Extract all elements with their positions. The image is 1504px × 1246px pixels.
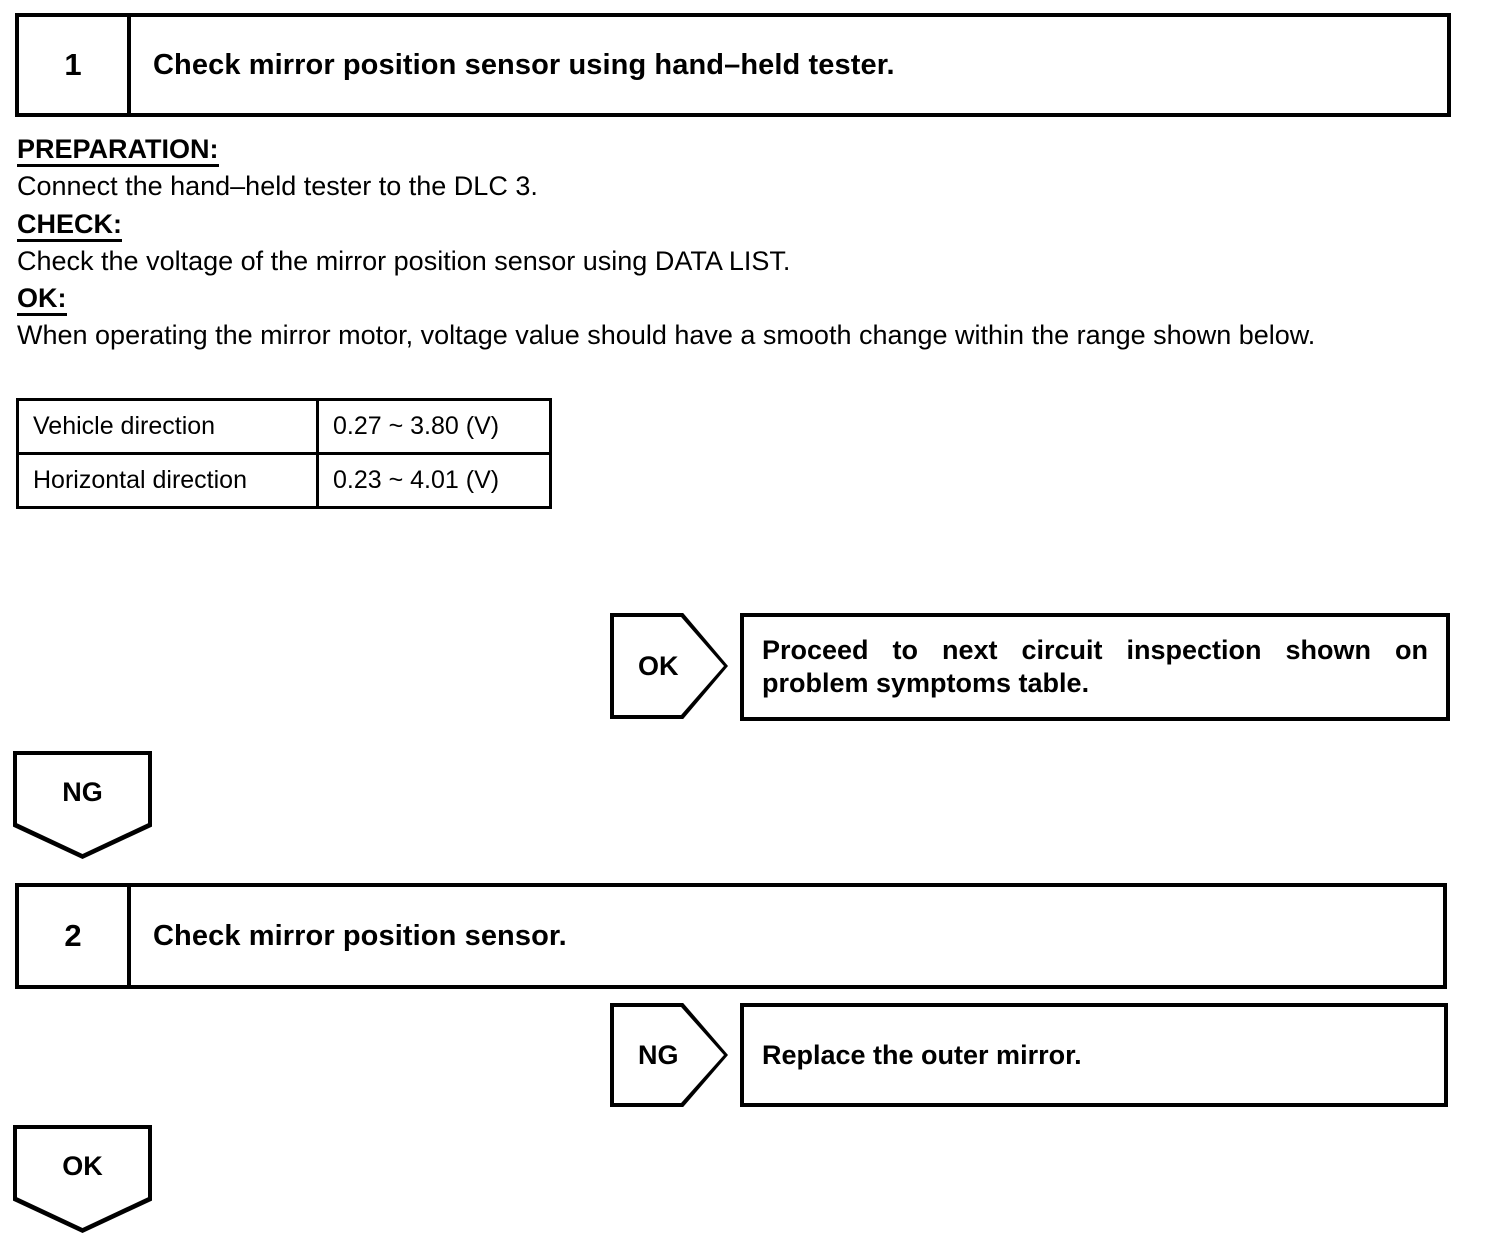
step-1-ng-tag-label: NG <box>17 755 148 854</box>
step-1-ok-branch: OK Proceed to next circuit inspection sh… <box>610 613 1450 721</box>
step-2-ng-result-box: Replace the outer mirror. <box>740 1003 1448 1107</box>
step-2-ng-result-text: Replace the outer mirror. <box>762 1039 1082 1070</box>
table-row: Horizontal direction 0.23 ~ 4.01 (V) <box>16 452 552 509</box>
step-2-title: Check mirror position sensor. <box>153 919 567 952</box>
check-section: CHECK: Check the voltage of the mirror p… <box>17 209 1477 278</box>
ok-criteria-body: When operating the mirror motor, voltage… <box>17 320 1316 351</box>
ok-criteria-label: OK: <box>17 283 67 317</box>
ok-down-arrow-icon: OK <box>13 1125 152 1233</box>
check-label: CHECK: <box>17 209 122 242</box>
spec-row-1-label: Horizontal direction <box>16 452 319 509</box>
step-2-ng-branch: NG Replace the outer mirror. <box>610 1003 1448 1107</box>
preparation-body: Connect the hand–held tester to the DLC … <box>17 171 538 202</box>
preparation-label: PREPARATION: <box>17 134 219 168</box>
step-1-ok-result-text: Proceed to next circuit inspection shown… <box>762 635 1428 698</box>
step-2-ok-tag-label: OK <box>17 1129 148 1228</box>
spec-row-1-value: 0.23 ~ 4.01 (V) <box>316 452 552 509</box>
preparation-section: PREPARATION: Connect the hand–held teste… <box>17 134 1477 203</box>
check-body: Check the voltage of the mirror position… <box>17 245 791 276</box>
spec-row-0-label: Vehicle direction <box>16 398 319 455</box>
instruction-block: PREPARATION: Connect the hand–held teste… <box>17 134 1477 358</box>
ng-arrow-icon: NG <box>610 1003 728 1107</box>
table-row: Vehicle direction 0.27 ~ 3.80 (V) <box>16 398 552 455</box>
step-2-number: 2 <box>19 887 131 985</box>
spec-row-0-value: 0.27 ~ 3.80 (V) <box>316 398 552 455</box>
ok-arrow-icon: OK <box>610 613 728 719</box>
step-2-ng-tag-label: NG <box>614 1007 724 1103</box>
step-1-title: Check mirror position sensor using hand–… <box>153 48 895 81</box>
voltage-spec-table: Vehicle direction 0.27 ~ 3.80 (V) Horizo… <box>16 398 552 509</box>
step-1-ok-result-box: Proceed to next circuit inspection shown… <box>740 613 1450 721</box>
ng-down-arrow-icon: NG <box>13 751 152 859</box>
step-2-header-box: 2 Check mirror position sensor. <box>15 883 1447 989</box>
step-1-header-box: 1 Check mirror position sensor using han… <box>15 13 1451 117</box>
step-1-ok-tag-label: OK <box>614 617 724 715</box>
step-1-number: 1 <box>19 17 131 113</box>
ok-criteria-section: OK: When operating the mirror motor, vol… <box>17 283 1477 352</box>
